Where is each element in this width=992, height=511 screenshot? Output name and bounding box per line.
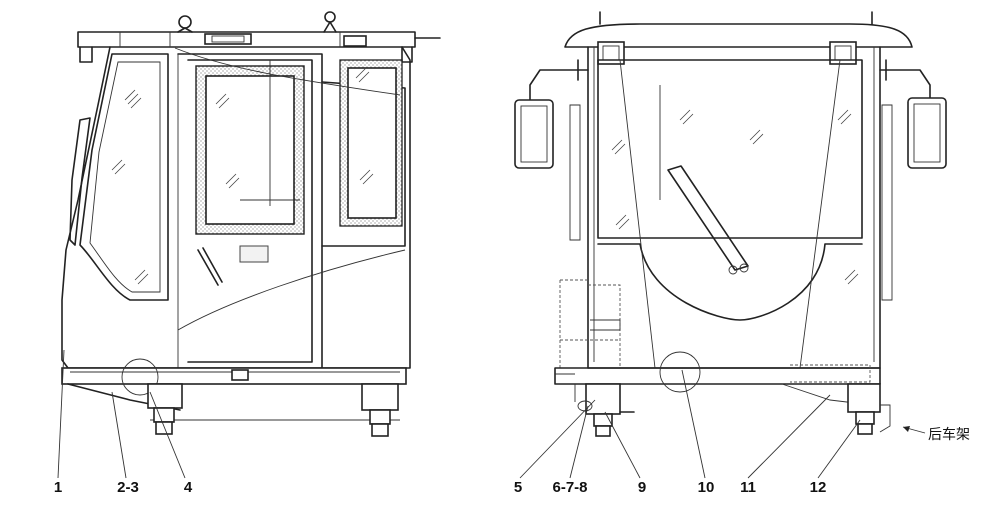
callout-6-7-8: 6-7-8 [552, 479, 587, 496]
leader-5 [519, 399, 596, 479]
work-light-right [829, 41, 857, 65]
roof-fitting [343, 35, 367, 47]
callout-2-3: 2-3 [117, 479, 139, 496]
leader-4 [149, 391, 186, 479]
roof-bracket-left [79, 46, 93, 63]
leader-6-7-8 [569, 405, 589, 479]
rear-wiper [667, 165, 749, 271]
rear-view [514, 11, 947, 479]
lifting-eye-front [178, 15, 192, 29]
callout-4: 4 [184, 479, 193, 496]
front-window [79, 53, 169, 301]
door-grab-bar [197, 247, 223, 286]
lifting-eye-rear [324, 11, 336, 23]
leader-9 [604, 411, 641, 479]
door-handle [239, 245, 269, 263]
door-outline [177, 53, 323, 369]
leader-2-3 [111, 391, 127, 479]
roof-panel [77, 31, 416, 48]
front-edge-strip [69, 117, 91, 246]
mount-front [147, 383, 183, 435]
callout-11: 11 [740, 479, 756, 496]
mirror-left [514, 59, 589, 241]
rear-frame-label: 后车架 [928, 426, 970, 443]
callout-5: 5 [514, 479, 522, 496]
leader-1 [57, 349, 65, 479]
mount-rear [361, 383, 399, 437]
callout-labels: 1 2-3 4 5 6-7-8 9 10 11 12 后车架 [54, 426, 970, 496]
leader-12 [817, 419, 861, 479]
callout-12: 12 [810, 479, 827, 496]
callout-10: 10 [698, 479, 715, 496]
detail-circle-4 [121, 358, 159, 396]
leader-10 [681, 369, 706, 479]
rear-roof [564, 23, 913, 48]
callout-9: 9 [638, 479, 646, 496]
rear-window [597, 59, 863, 239]
rear-mount-right [847, 383, 891, 435]
cab-side-outline [61, 46, 411, 369]
door-frame [187, 59, 313, 363]
side-view [57, 11, 441, 479]
callout-1: 1 [54, 479, 62, 496]
mirror-right [879, 59, 947, 301]
work-light-left [597, 41, 625, 65]
leader-11 [747, 394, 831, 479]
glass-hatch-marks [111, 67, 374, 285]
door-window-glass [205, 75, 295, 225]
roof-light [204, 33, 252, 45]
detail-circle-10 [659, 351, 701, 393]
wiper-arc [597, 243, 863, 321]
roof-bracket-right [401, 46, 413, 63]
